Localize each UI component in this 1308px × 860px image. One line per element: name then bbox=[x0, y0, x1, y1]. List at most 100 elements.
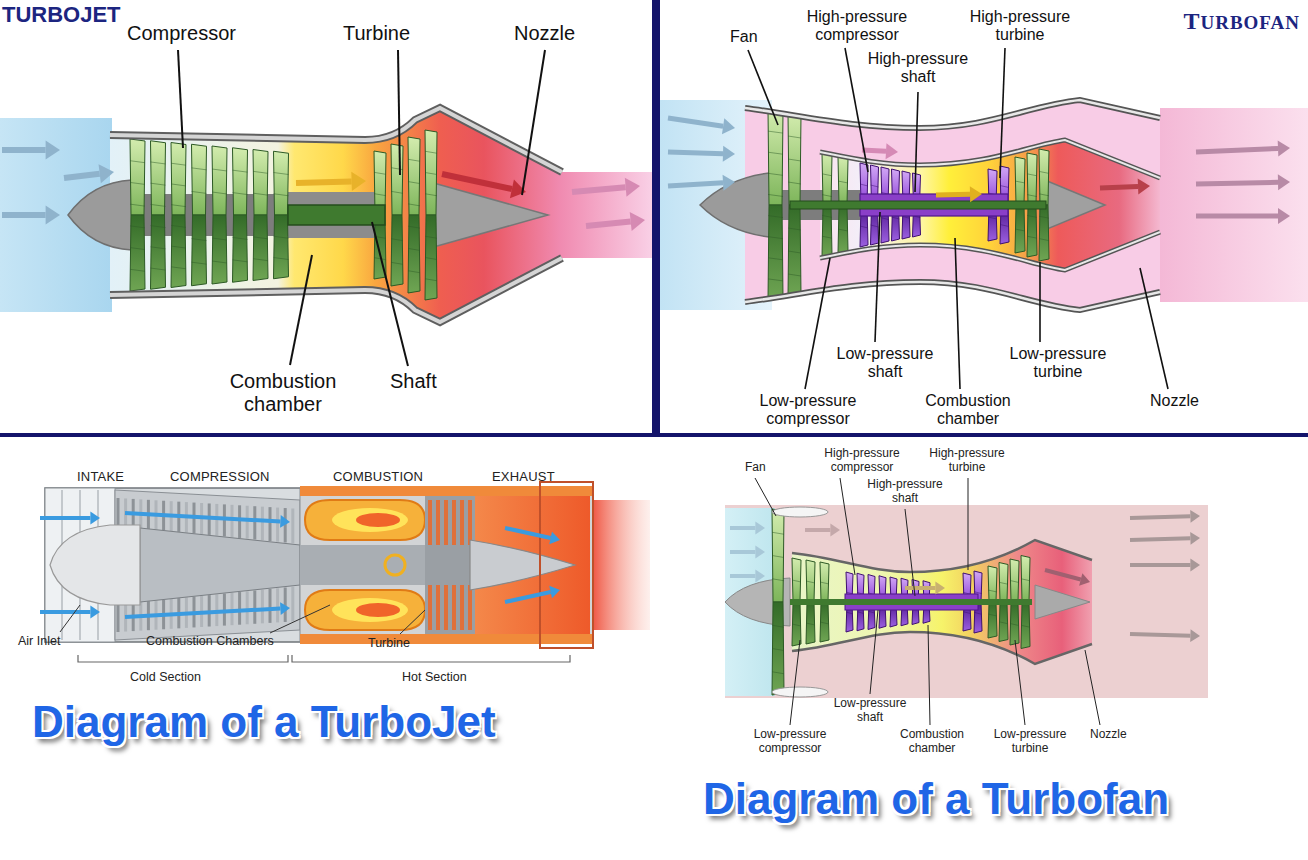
compressor-blade bbox=[820, 622, 829, 624]
turbine-blade bbox=[988, 217, 997, 219]
flow-arrow bbox=[1130, 538, 1190, 540]
flow-arrow-head bbox=[1190, 532, 1200, 545]
turbine-blade bbox=[374, 172, 386, 174]
flow-arrow bbox=[668, 152, 723, 154]
compressor-blade bbox=[261, 507, 264, 541]
diagram-title: Diagram of a TurboJet bbox=[32, 698, 496, 746]
engine-casing bbox=[110, 108, 562, 172]
turbine-blade bbox=[1021, 579, 1030, 581]
flow-arrow bbox=[40, 516, 90, 520]
compressor-blade bbox=[151, 226, 166, 228]
flow-arrow-head bbox=[1190, 559, 1200, 572]
section-bracket bbox=[78, 655, 288, 662]
compressor-blade bbox=[792, 602, 801, 646]
core-hub bbox=[288, 192, 384, 238]
flow-arrow bbox=[1130, 516, 1190, 518]
flame bbox=[332, 508, 408, 532]
compressor-blade bbox=[806, 623, 815, 625]
flow-arrow bbox=[805, 528, 830, 532]
section-label: INTAKE bbox=[77, 470, 124, 485]
turbine-blade bbox=[1027, 153, 1037, 205]
turbine-blade bbox=[374, 194, 386, 196]
flame bbox=[356, 513, 400, 527]
turbine-blade bbox=[999, 602, 1008, 642]
turbine-blade bbox=[408, 182, 420, 184]
compressor-blade bbox=[117, 498, 120, 528]
compressor-blade bbox=[171, 205, 186, 207]
compressor-blade bbox=[192, 239, 207, 241]
turbine-blade bbox=[468, 500, 472, 545]
compressor-blade bbox=[212, 192, 227, 194]
panel-divider bbox=[652, 0, 660, 437]
panel-title: TURBOFAN bbox=[1170, 8, 1300, 36]
compressor-blade bbox=[192, 168, 207, 170]
flow-arrow bbox=[505, 592, 551, 602]
hot-casing bbox=[300, 486, 593, 496]
core-casing bbox=[820, 140, 1160, 178]
shaft bbox=[288, 205, 385, 225]
compressor-blade bbox=[820, 602, 829, 642]
part-label: High-pressure turbine bbox=[960, 8, 1080, 45]
flow-arrow-head bbox=[755, 570, 765, 583]
leader-line bbox=[755, 478, 776, 516]
fan-blade bbox=[788, 136, 801, 138]
turbine-blade bbox=[391, 239, 403, 241]
turbine-blade bbox=[425, 279, 437, 281]
turbine-blade bbox=[1015, 205, 1025, 253]
compressor-blade bbox=[233, 260, 248, 262]
compressor-blade bbox=[212, 238, 227, 240]
compressor-blade bbox=[233, 237, 248, 239]
compressor-blade bbox=[822, 195, 832, 197]
fan-blade bbox=[772, 672, 784, 674]
flow-arrow bbox=[2, 147, 46, 153]
section-label: EXHAUST bbox=[492, 470, 555, 485]
flow-arrow-head bbox=[755, 546, 765, 559]
compressor-blade bbox=[838, 205, 848, 253]
flow-arrow-head bbox=[351, 172, 366, 191]
turbine-blade bbox=[1010, 602, 1019, 645]
part-label: Fan bbox=[730, 28, 758, 46]
compressor-blade bbox=[192, 144, 207, 215]
hot-casing bbox=[300, 634, 593, 644]
engine-casing bbox=[110, 108, 562, 172]
flow-arrow-head bbox=[970, 186, 982, 202]
flow-arrow bbox=[1196, 182, 1278, 184]
compressor-blade bbox=[881, 218, 889, 220]
compressor-blade bbox=[274, 258, 289, 260]
part-label: Combustion chamber bbox=[913, 392, 1023, 429]
flow-arrow-head bbox=[723, 146, 735, 162]
compressor-blade bbox=[868, 611, 875, 613]
leader-line bbox=[915, 92, 918, 192]
compressor-blade bbox=[233, 148, 248, 215]
compressor-blade bbox=[171, 184, 186, 186]
flow-arrow-head bbox=[1278, 174, 1290, 190]
nacelle bbox=[745, 100, 1160, 128]
turbine-blade bbox=[1015, 229, 1025, 231]
compressor-drum bbox=[140, 528, 300, 602]
fan-blade bbox=[768, 194, 783, 196]
compressor-blade bbox=[822, 153, 832, 205]
compressor-blade bbox=[151, 247, 166, 249]
turbine-blade bbox=[428, 585, 432, 630]
turbine-blade bbox=[444, 585, 448, 630]
flow-arrow bbox=[2, 212, 46, 218]
compressor-blade bbox=[212, 215, 227, 284]
leader-line bbox=[790, 640, 800, 725]
exhaust-air bbox=[1160, 108, 1308, 302]
turbine-blade bbox=[391, 191, 403, 193]
fan-blade bbox=[772, 579, 784, 581]
fan-blade bbox=[772, 625, 784, 627]
compressor-blade bbox=[860, 226, 868, 228]
turbine-blade bbox=[1010, 559, 1019, 602]
flow-arrow bbox=[125, 609, 280, 617]
nacelle-lip bbox=[772, 507, 828, 517]
turbine-blade bbox=[1039, 194, 1049, 196]
panel-title: TURBOJET bbox=[2, 2, 121, 27]
flow-arrow bbox=[730, 574, 755, 578]
section-label: Hot Section bbox=[402, 670, 467, 684]
part-label: Low-pressure shaft bbox=[825, 697, 915, 725]
flow-arrow bbox=[1100, 186, 1138, 188]
core-casing bbox=[820, 232, 1160, 270]
